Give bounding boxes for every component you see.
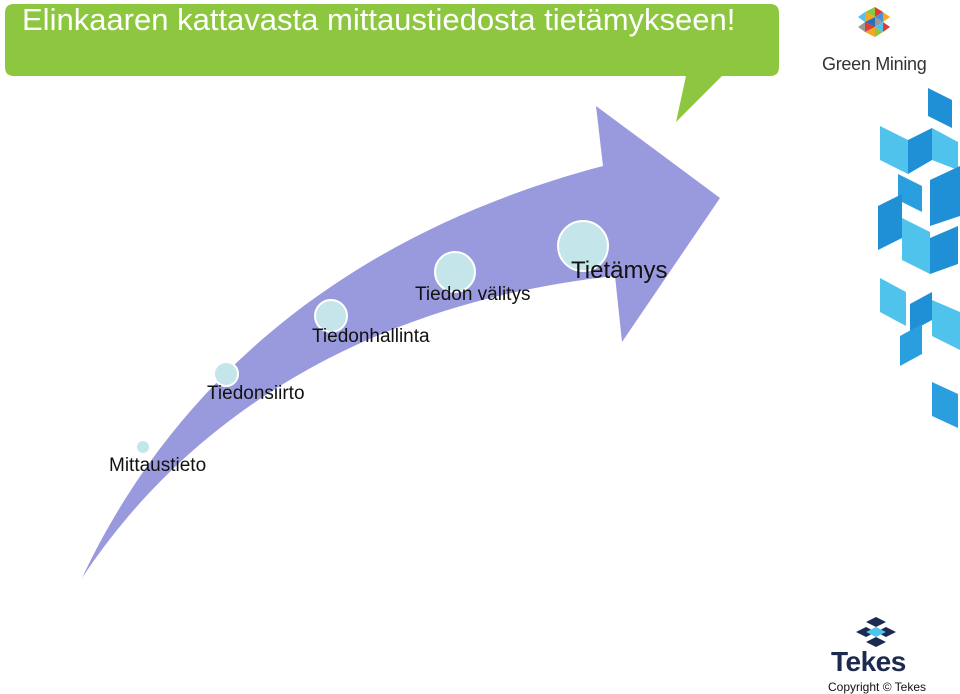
stage-node-5	[557, 220, 609, 272]
title-speech-bubble	[5, 4, 779, 122]
stage-node-1	[135, 439, 151, 455]
tekes-wordmark: Tekes	[831, 646, 906, 677]
green-mining-label: Green Mining	[822, 54, 927, 74]
stage-label-mittaustieto: Mittaustieto	[109, 455, 207, 476]
tekes-logo-icon	[856, 617, 896, 647]
copyright-text: Copyright © Tekes	[828, 680, 926, 694]
stage-node-3	[314, 299, 348, 333]
decorative-blue-shapes	[878, 88, 960, 428]
stage-label-tiedonsiirto: Tiedonsiirto	[207, 383, 305, 404]
stage-label-tietamys: Tietämys	[571, 257, 668, 284]
stage-label-tiedon-valitys: Tiedon välitys	[415, 284, 531, 305]
slide-title: Elinkaaren kattavasta mittaustiedosta ti…	[22, 2, 736, 37]
green-mining-logo-icon	[858, 7, 890, 37]
stage-node-2	[213, 361, 239, 387]
stage-label-tiedonhallinta: Tiedonhallinta	[312, 326, 430, 347]
stage-node-4	[434, 251, 476, 293]
